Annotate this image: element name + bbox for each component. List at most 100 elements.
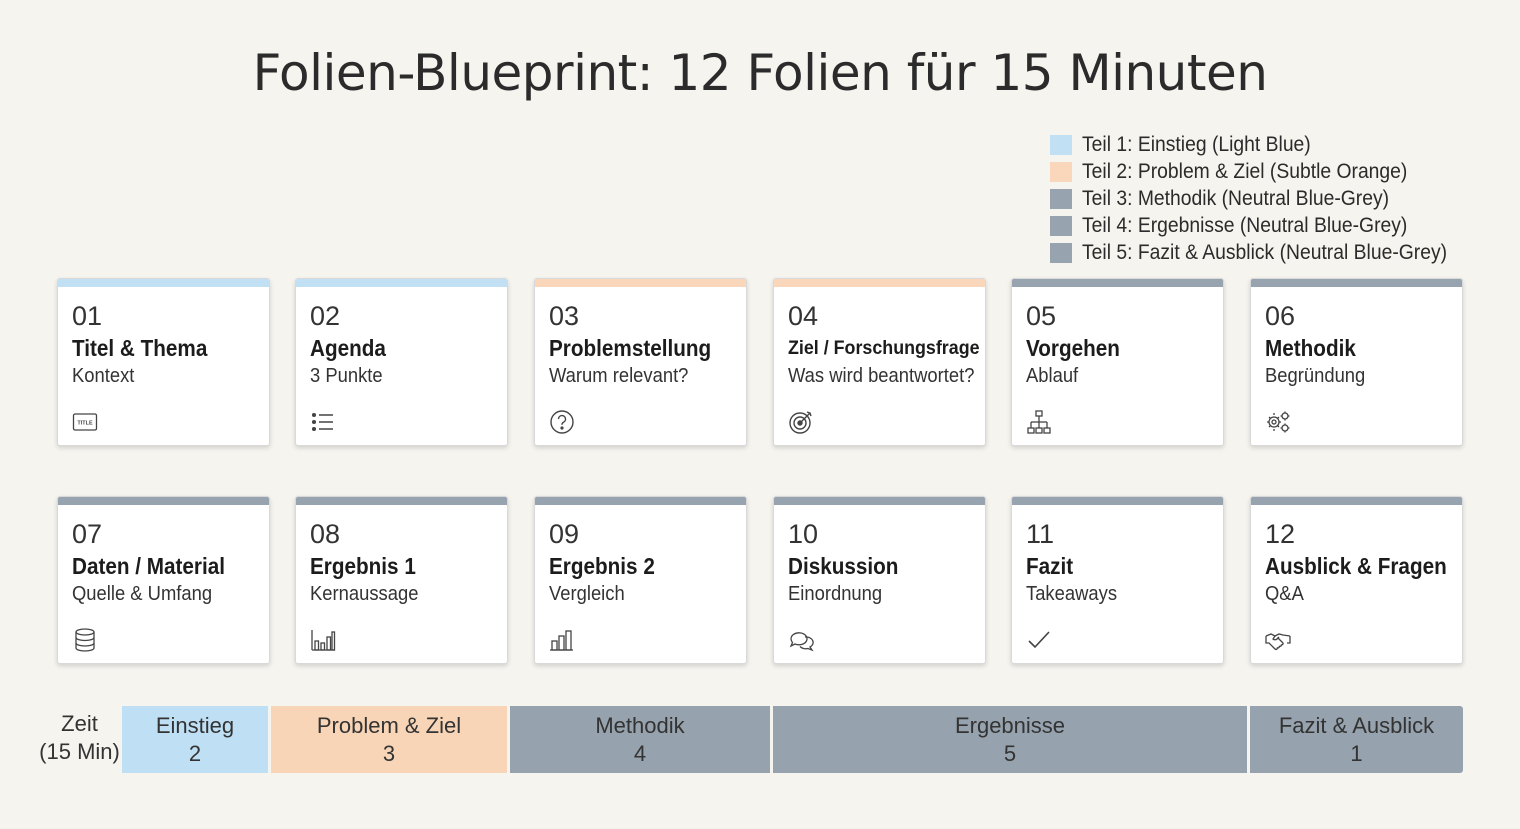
timeline-segment-minutes: 5 xyxy=(1003,740,1017,766)
legend-item-part1: Teil 1: Einstieg (Light Blue) xyxy=(1050,131,1479,158)
legend-swatch xyxy=(1050,243,1072,264)
legend-label: Teil 5: Fazit & Ausblick (Neutral Blue-G… xyxy=(1082,241,1448,265)
timeline-segment-problem: Problem & Ziel 3 xyxy=(271,706,507,773)
timeline-segment-fazit: Fazit & Ausblick 1 xyxy=(1250,706,1463,773)
slide-subtitle: Einordnung xyxy=(788,583,883,605)
slide-subtitle: Begründung xyxy=(1265,365,1366,387)
slide-card-07: 07 Daten / Material Quelle & Umfang xyxy=(57,496,270,664)
slide-title: Ausblick & Fragen xyxy=(1265,553,1447,579)
slide-subtitle: Quelle & Umfang xyxy=(72,583,213,605)
legend-label: Teil 2: Problem & Ziel (Subtle Orange) xyxy=(1082,159,1408,183)
card-color-bar xyxy=(535,497,746,505)
slide-number: 05 xyxy=(1026,301,1057,331)
legend-swatch xyxy=(1050,161,1072,182)
card-color-bar xyxy=(296,497,507,505)
slide-number: 10 xyxy=(788,519,819,549)
card-color-bar xyxy=(1012,279,1223,287)
slide-card-03: 03 Problemstellung Warum relevant? xyxy=(534,278,747,446)
timeline-segment-minutes: 1 xyxy=(1350,740,1363,766)
card-color-bar xyxy=(1012,497,1223,505)
timeline-segment-methodik: Methodik 4 xyxy=(510,706,770,773)
slide-title: Agenda xyxy=(310,335,386,361)
slide-number: 01 xyxy=(72,301,103,331)
timeline-segment-name: Fazit & Ausblick xyxy=(1278,712,1435,738)
card-color-bar xyxy=(535,279,746,287)
question-icon xyxy=(549,409,575,435)
timeline-segment-einstieg: Einstieg 2 xyxy=(122,706,268,773)
legend-item-part5: Teil 5: Fazit & Ausblick (Neutral Blue-G… xyxy=(1050,240,1479,267)
bar-chart-icon xyxy=(310,627,336,653)
timeline-label: Zeit (15 Min) xyxy=(22,710,137,766)
slide-subtitle: Vergleich xyxy=(549,583,625,605)
svg-text:TITLE: TITLE xyxy=(77,421,93,427)
slide-title: Problemstellung xyxy=(549,335,712,361)
slide-number: 11 xyxy=(1026,519,1055,549)
chat-bubbles-icon xyxy=(788,627,814,653)
slide-title: Daten / Material xyxy=(72,553,225,579)
timeline-segment-name: Einstieg xyxy=(155,712,235,738)
legend-label: Teil 1: Einstieg (Light Blue) xyxy=(1082,132,1311,156)
page-title: Folien-Blueprint: 12 Folien für 15 Minut… xyxy=(252,44,1268,102)
slide-number: 12 xyxy=(1265,519,1296,549)
slide-card-12: 12 Ausblick & Fragen Q&A xyxy=(1250,496,1463,664)
handshake-icon xyxy=(1265,627,1291,653)
slide-card-10: 10 Diskussion Einordnung xyxy=(773,496,986,664)
timeline-segment-ergebnisse: Ergebnisse 5 xyxy=(773,706,1247,773)
slide-number: 07 xyxy=(72,519,103,549)
list-icon xyxy=(310,409,336,435)
legend-label: Teil 4: Ergebnisse (Neutral Blue-Grey) xyxy=(1082,214,1408,238)
slide-card-11: 11 Fazit Takeaways xyxy=(1011,496,1224,664)
slide-number: 03 xyxy=(549,301,580,331)
legend-item-part4: Teil 4: Ergebnisse (Neutral Blue-Grey) xyxy=(1050,213,1479,240)
card-color-bar xyxy=(58,497,269,505)
target-icon xyxy=(788,409,814,435)
slide-card-02: 02 Agenda 3 Punkte xyxy=(295,278,508,446)
timeline-label-line2: (15 Min) xyxy=(39,739,120,764)
timeline-segment-minutes: 3 xyxy=(382,740,396,766)
slide-card-05: 05 Vorgehen Ablauf xyxy=(1011,278,1224,446)
slide-card-04: 04 Ziel / Forschungsfrage Was wird beant… xyxy=(773,278,986,446)
card-color-bar xyxy=(1251,279,1462,287)
legend-swatch xyxy=(1050,188,1072,209)
card-color-bar xyxy=(58,279,269,287)
timeline-segment-minutes: 4 xyxy=(633,740,647,766)
card-color-bar xyxy=(1251,497,1462,505)
slide-subtitle: Was wird beantwortet? xyxy=(788,365,975,387)
slide-card-09: 09 Ergebnis 2 Vergleich xyxy=(534,496,747,664)
title-icon: TITLE xyxy=(72,409,98,435)
legend: Teil 1: Einstieg (Light Blue) Teil 2: Pr… xyxy=(1050,131,1479,267)
slide-subtitle: Takeaways xyxy=(1026,583,1118,605)
card-color-bar xyxy=(774,497,985,505)
slide-subtitle: Q&A xyxy=(1265,583,1304,605)
slide-title: Methodik xyxy=(1265,335,1356,361)
slide-card-06: 06 Methodik Begründung xyxy=(1250,278,1463,446)
slide-number: 02 xyxy=(310,301,341,331)
slide-subtitle: Kontext xyxy=(72,365,135,387)
slide-subtitle: Ablauf xyxy=(1026,365,1079,387)
slide-card-01: 01 Titel & Thema Kontext TITLE xyxy=(57,278,270,446)
timeline-segment-name: Methodik xyxy=(595,712,685,738)
slide-title: Vorgehen xyxy=(1026,335,1120,361)
slide-title: Fazit xyxy=(1026,553,1074,579)
slide-title: Titel & Thema xyxy=(72,335,208,361)
slide-number: 06 xyxy=(1265,301,1296,331)
timeline-segment-name: Problem & Ziel xyxy=(316,712,462,738)
slide-card-08: 08 Ergebnis 1 Kernaussage xyxy=(295,496,508,664)
bar-chart-small-icon xyxy=(549,627,575,653)
timeline-segment-name: Ergebnisse xyxy=(954,712,1066,738)
slide-title: Ergebnis 1 xyxy=(310,553,416,579)
slide-subtitle: 3 Punkte xyxy=(310,365,383,387)
timeline-label-line1: Zeit xyxy=(61,711,98,736)
legend-item-part3: Teil 3: Methodik (Neutral Blue-Grey) xyxy=(1050,185,1479,212)
legend-item-part2: Teil 2: Problem & Ziel (Subtle Orange) xyxy=(1050,158,1479,185)
checkmark-icon xyxy=(1026,627,1052,653)
slide-number: 08 xyxy=(310,519,341,549)
legend-label: Teil 3: Methodik (Neutral Blue-Grey) xyxy=(1082,186,1390,210)
card-color-bar xyxy=(296,279,507,287)
slide-number: 04 xyxy=(788,301,819,331)
timeline-segment-minutes: 2 xyxy=(188,740,202,766)
database-icon xyxy=(72,627,98,653)
slide-title: Ergebnis 2 xyxy=(549,553,655,579)
slide-title: Ziel / Forschungsfrage xyxy=(788,338,980,359)
slide-title: Diskussion xyxy=(788,553,899,579)
